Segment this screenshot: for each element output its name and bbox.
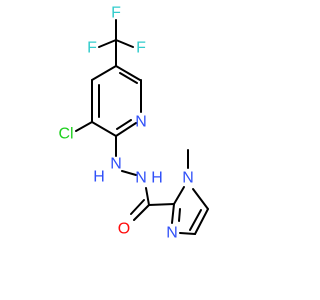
bond-imid-c2-n1 xyxy=(173,186,185,205)
pyridine-ring xyxy=(91,65,142,137)
atom-f-right: F xyxy=(136,40,146,57)
bond-c3-cl xyxy=(75,121,93,132)
bond-cf3-c-f-right xyxy=(115,39,134,48)
bond-cf3-c-f-left xyxy=(98,39,117,48)
imidazole-ring xyxy=(171,149,209,235)
cf3-group xyxy=(98,19,134,67)
atom-nh1-n: N xyxy=(110,156,122,173)
bond-pyr-n-c2-double xyxy=(116,119,132,130)
bond-carbonyl-o-double xyxy=(130,199,145,215)
bond-nh2-carbonyl xyxy=(145,187,150,206)
bond-imid-n3-c2-double xyxy=(178,208,181,222)
atom-nh2-h: H xyxy=(151,170,163,187)
bond-imid-c4-n3 xyxy=(179,232,196,235)
atom-n-pyridine: N xyxy=(135,114,147,131)
atom-n-imidazole: N xyxy=(166,225,178,242)
bond-imid-n1-c5 xyxy=(192,188,209,210)
atom-f-left: F xyxy=(87,40,97,57)
atom-f-top: F xyxy=(111,5,121,22)
bond-imid-c5-c4 xyxy=(194,208,209,235)
bond-imid-n3-c2 xyxy=(171,203,175,224)
atom-o: O xyxy=(118,221,130,238)
bond-pyr-n-c2 xyxy=(115,122,137,137)
bond-carbonyl-o xyxy=(133,204,150,221)
atom-n-methyl: N xyxy=(182,170,194,187)
bond-pyr-c5-c6 xyxy=(115,65,141,81)
bond-nh1-nh2 xyxy=(121,170,137,176)
bond-pyr-c6-c6-double xyxy=(119,72,138,84)
atom-nh1-h: H xyxy=(93,169,105,186)
atom-nh2-n: N xyxy=(135,170,147,187)
molecule-diagram: F F F Cl N N H N H O N N xyxy=(58,5,209,242)
bond-carbonyl-imidazole xyxy=(148,203,175,206)
bond-pyr-c2-c3 xyxy=(91,121,117,137)
bond-imid-c5-c4-double xyxy=(189,209,202,231)
hydrazide-linker xyxy=(115,135,175,221)
molecule-structure: F F F Cl N N H N H O N N xyxy=(58,5,209,242)
atom-cl: Cl xyxy=(58,126,73,143)
bond-pyr-c4-c5 xyxy=(91,65,117,81)
